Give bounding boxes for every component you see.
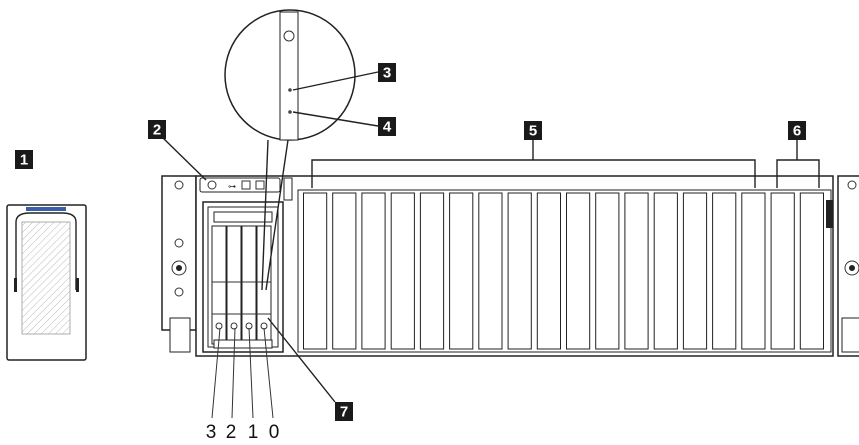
drive-bay-label-2: 2 <box>226 422 237 443</box>
pcie-slot-group <box>303 192 824 350</box>
svg-text:5: 5 <box>529 123 537 140</box>
led-magnifier <box>224 9 356 291</box>
pcie-slot-cover <box>507 192 532 350</box>
drive-bay-label-1: 1 <box>248 422 259 443</box>
callout-2: 2 <box>148 120 166 139</box>
server-chassis: ⊶ <box>161 175 834 357</box>
power-button-icon <box>207 180 217 190</box>
bezel-handle-accent <box>26 207 66 211</box>
id-button-icon <box>241 180 251 190</box>
pcie-slot-cover <box>332 192 357 350</box>
pcie-slot-cover <box>799 192 824 350</box>
pcie-slot-cover <box>566 192 591 350</box>
pcie-slot-cover <box>712 192 737 350</box>
callout-6: 6 <box>788 121 806 140</box>
callout-4: 4 <box>378 117 396 136</box>
pcie-slot-cover <box>624 192 649 350</box>
system-error-icon <box>255 180 265 190</box>
callout-3: 3 <box>378 63 396 82</box>
callout-5: 5 <box>524 121 542 140</box>
pcie-slot-cover <box>682 192 708 350</box>
svg-text:1: 1 <box>20 152 28 169</box>
callout-7: 7 <box>335 402 353 421</box>
drive-bay-label-3: 3 <box>206 422 217 443</box>
pcie-slot-cover <box>741 192 766 350</box>
pcie-slot-cover <box>653 192 678 350</box>
drive-bay-label-0: 0 <box>269 422 280 443</box>
pcie-slot-cover <box>595 192 620 350</box>
adjacent-chassis-partial <box>837 175 859 357</box>
led-indicator-4 <box>288 110 292 114</box>
pcie-slot-cover <box>419 192 445 350</box>
leader-lines <box>162 71 820 419</box>
svg-text:4: 4 <box>383 119 392 136</box>
pcie-slot-cover <box>390 192 415 350</box>
drive-bay-3[interactable] <box>211 225 227 345</box>
pcie-slot-cover <box>303 192 328 350</box>
svg-text:2: 2 <box>153 122 161 139</box>
svg-text:3: 3 <box>383 65 391 82</box>
security-bezel <box>6 204 87 361</box>
pcie-slot-cover <box>770 192 795 350</box>
callout-1: 1 <box>15 150 33 169</box>
pcie-slot-cover <box>536 192 561 350</box>
svg-text:7: 7 <box>340 404 348 421</box>
pcie-slot-cover <box>361 192 386 350</box>
drive-bay-1[interactable] <box>241 225 257 345</box>
pcie-slot-cover <box>449 192 474 350</box>
led-indicator-3 <box>288 88 292 92</box>
drive-bay-2[interactable] <box>226 225 242 345</box>
pcie-slot-cover <box>478 192 503 350</box>
svg-text:6: 6 <box>793 123 801 140</box>
operator-panel <box>199 177 281 193</box>
network-activity-icon: ⊶ <box>228 182 236 191</box>
